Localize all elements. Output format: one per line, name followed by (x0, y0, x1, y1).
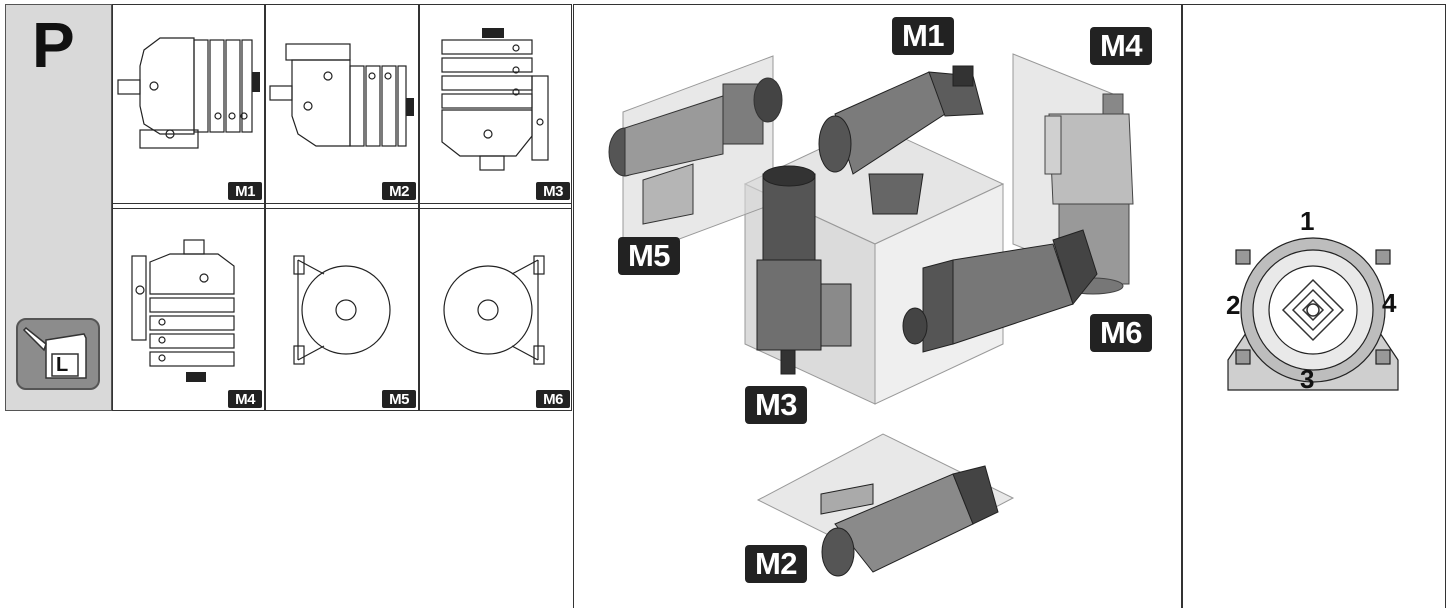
isometric-panel (573, 4, 1182, 608)
small-view-m2: M2 (266, 6, 418, 203)
grid-divider-h (112, 203, 572, 209)
iso-label-m5: M5 (618, 237, 680, 275)
isometric-drawing (608, 53, 1134, 577)
small-view-m6: M6 (420, 210, 572, 410)
position-2-label: 2 (1226, 290, 1241, 320)
position-1-label: 1 (1300, 206, 1315, 236)
position-4-label: 4 (1382, 288, 1397, 318)
small-view-m4: M4 (114, 210, 264, 410)
lubricant-label: L (56, 354, 69, 376)
small-view-label: M2 (382, 182, 416, 200)
gearmotor-m2 (820, 465, 999, 577)
gearmotor-m3 (756, 165, 852, 375)
iso-label-m1: M1 (892, 17, 954, 55)
small-view-m1: M1 (114, 6, 264, 203)
motor-front-drawing (1227, 237, 1399, 391)
small-view-label: M1 (228, 182, 262, 200)
oil-can-icon: L (16, 318, 100, 390)
gearmotor-m6 (902, 229, 1098, 353)
small-view-m3: M3 (420, 6, 572, 203)
gearmotor-m5 (608, 77, 783, 225)
small-view-label: M4 (228, 390, 262, 408)
views-grid (112, 4, 572, 411)
iso-label-m3: M3 (745, 386, 807, 424)
grid-divider-v1 (264, 4, 266, 411)
gearbox-vertical-inverted-drawing (131, 239, 235, 382)
gearbox-inverted-drawing (269, 43, 414, 147)
iso-label-m2: M2 (745, 545, 807, 583)
gearbox-front-flange-drawing (293, 255, 391, 365)
small-view-label: M5 (382, 390, 416, 408)
iso-label-m6: M6 (1090, 314, 1152, 352)
grid-divider-v2 (418, 4, 420, 411)
position-3-label: 3 (1300, 364, 1315, 394)
gearmotor-m1 (818, 65, 984, 215)
small-view-m5: M5 (266, 210, 418, 410)
small-view-label: M3 (536, 182, 570, 200)
small-view-label: M6 (536, 390, 570, 408)
iso-label-m4: M4 (1090, 27, 1152, 65)
gearbox-rear-flange-drawing (443, 255, 545, 365)
gearbox-vertical-drawing (441, 28, 549, 171)
header-letter: P (32, 9, 75, 81)
gearbox-side-drawing (117, 37, 260, 149)
